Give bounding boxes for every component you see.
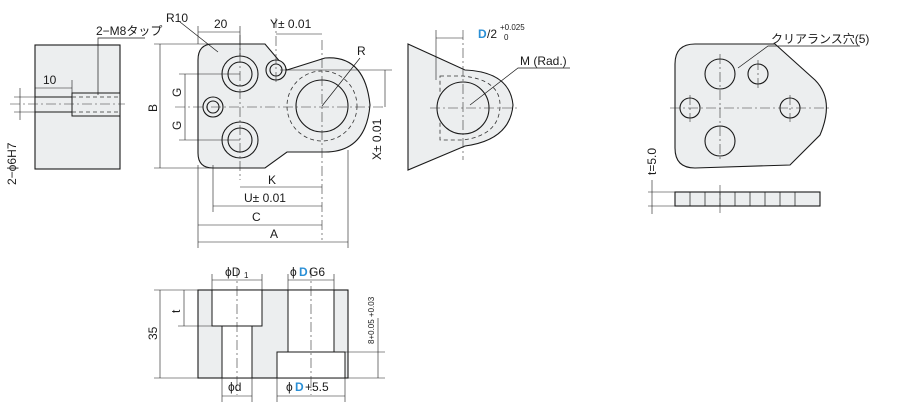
- phi-dg6-phi: ϕ: [290, 265, 297, 279]
- phi6-label: 2−ϕ6H7: [5, 142, 19, 185]
- d-half-tol-upper: +0.025: [500, 23, 525, 32]
- partial-view: D /2 +0.025 0 M (Rad.): [407, 23, 570, 171]
- phi-dg6-suffix: G6: [309, 265, 325, 279]
- phi-d1-sub: 1: [244, 271, 249, 280]
- tapped-hole: [71, 92, 121, 117]
- phi-d1-label: ϕD: [225, 265, 241, 279]
- through-hole-d: [221, 325, 253, 379]
- phi-d55-suffix: +5.5: [305, 380, 329, 394]
- phi-d55-phi: ϕ: [286, 380, 293, 394]
- thin-plate-body: [674, 191, 821, 207]
- front-view: R10 20 Y± 0.01 R B G G X± 0.01 K U± 0.01: [146, 11, 392, 248]
- phi-d55-d: D: [295, 380, 304, 394]
- d-half-d: D: [478, 27, 487, 41]
- phi-dg6-d: D: [299, 265, 308, 279]
- clearance-label: クリアランス穴(5): [771, 31, 869, 46]
- x-tol-label: X± 0.01: [370, 118, 384, 160]
- side-view-left: 10 2−M8タップ 2−ϕ6H7: [5, 24, 162, 185]
- t-label: t: [169, 309, 183, 313]
- dowel-pin: [34, 96, 73, 113]
- a-label: A: [270, 227, 278, 241]
- d-half-tol-lower: 0: [504, 33, 509, 42]
- section-view: ϕD 1 ϕ D G6 35 t 8+0.05 +0.03 ϕd ϕ D: [146, 265, 385, 402]
- h35-label: 35: [146, 326, 160, 340]
- g-lower-label: G: [170, 121, 184, 130]
- d-half-suffix: /2: [487, 27, 497, 41]
- r10-label: R10: [166, 11, 188, 25]
- dim-10-label: 10: [43, 73, 57, 87]
- tap-label: 2−M8タップ: [96, 24, 162, 38]
- phi-d-label: ϕd: [228, 380, 241, 394]
- eight-tol-label: 8+0.05 +0.03: [367, 296, 376, 344]
- clearance-plate: クリアランス穴(5): [670, 31, 869, 169]
- b-label: B: [146, 104, 160, 112]
- t50-label: t=5.0: [645, 148, 659, 175]
- g-upper-label: G: [170, 88, 184, 97]
- thin-plate-side: t=5.0: [645, 148, 821, 214]
- m-rad-label: M (Rad.): [520, 54, 567, 68]
- k-label: K: [268, 173, 276, 187]
- r-label: R: [357, 44, 366, 58]
- dim-20-label: 20: [214, 17, 228, 31]
- c-label: C: [252, 210, 261, 224]
- y-tol-label: Y± 0.01: [270, 17, 312, 31]
- u-tol-label: U± 0.01: [244, 191, 286, 205]
